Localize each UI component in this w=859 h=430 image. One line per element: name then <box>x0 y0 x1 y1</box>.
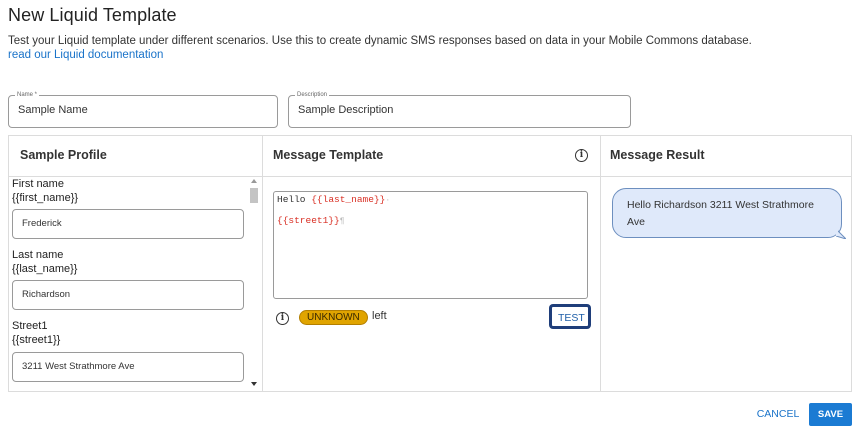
profile-field-list: First name {{first_name}} Frederick Last… <box>9 177 248 391</box>
name-input[interactable] <box>18 104 248 116</box>
arrow-up-icon[interactable] <box>251 179 257 183</box>
message-template-column: Message Template i Hello {{last_name}}· … <box>262 136 601 391</box>
bubble-tail <box>836 229 846 239</box>
field-name: Last name <box>12 249 64 261</box>
character-count-badge: UNKNOWN <box>299 310 368 325</box>
profile-field-label-street1: Street1 {{street1}} <box>12 319 60 347</box>
field-tag: {{street1}} <box>12 334 61 346</box>
editor-line-2: {{street1}}¶ <box>277 215 345 226</box>
description-input[interactable] <box>298 104 528 116</box>
sample-profile-header: Sample Profile <box>9 136 262 177</box>
whitespace-mark: · <box>385 196 391 205</box>
scrollbar-thumb[interactable] <box>250 188 258 203</box>
liquid-variable: {{last_name}} <box>311 194 386 205</box>
field-tag: {{first_name}} <box>12 192 79 204</box>
message-result-title: Message Result <box>610 148 705 162</box>
info-icon[interactable]: i <box>575 149 588 162</box>
template-panel: Sample Profile First name {{first_name}}… <box>8 135 852 392</box>
editor-text: Hello <box>277 194 312 205</box>
street1-input[interactable]: 3211 West Strathmore Ave <box>12 352 244 382</box>
name-field[interactable]: Name * <box>8 91 278 128</box>
page-title: New Liquid Template <box>8 5 177 25</box>
character-count-suffix: left <box>372 310 387 322</box>
profile-scrollbar[interactable] <box>248 177 260 391</box>
sample-profile-column: Sample Profile First name {{first_name}}… <box>9 136 263 391</box>
message-template-title: Message Template <box>273 148 384 162</box>
last-name-input[interactable]: Richardson <box>12 280 244 310</box>
save-button[interactable]: SAVE <box>809 403 852 426</box>
field-tag: {{last_name}} <box>12 263 78 275</box>
message-result-bubble: Hello Richardson 3211 West Strathmore Av… <box>612 188 842 238</box>
cancel-button[interactable]: CANCEL <box>752 403 804 425</box>
pilcrow-mark: ¶ <box>339 217 345 226</box>
template-status-row: i UNKNOWN left TEST <box>262 306 600 330</box>
message-result-column: Message Result Hello Richardson 3211 Wes… <box>600 136 851 391</box>
field-name: Street1 <box>12 320 48 332</box>
page-description: Test your Liquid template under differen… <box>8 35 752 47</box>
liquid-variable: {{street1}} <box>277 215 340 226</box>
message-result-header: Message Result <box>600 136 851 177</box>
description-field[interactable]: Description <box>288 91 631 128</box>
profile-field-label-last-name: Last name {{last_name}} <box>12 248 77 276</box>
profile-field-label-first-name: First name {{first_name}} <box>12 177 78 205</box>
message-template-header: Message Template i <box>262 136 600 177</box>
liquid-documentation-link[interactable]: read our Liquid documentation <box>8 49 164 61</box>
name-field-legend: Name * <box>15 91 40 99</box>
test-button[interactable]: TEST <box>551 306 589 327</box>
sample-profile-title: Sample Profile <box>20 148 107 162</box>
template-editor[interactable]: Hello {{last_name}}· {{street1}}¶ <box>273 191 588 299</box>
info-icon[interactable]: i <box>276 312 289 325</box>
first-name-input[interactable]: Frederick <box>12 209 244 239</box>
description-field-legend: Description <box>295 91 330 99</box>
field-name: First name <box>12 178 64 190</box>
editor-line-1: Hello {{last_name}}· <box>277 194 390 205</box>
arrow-down-icon[interactable] <box>251 382 257 386</box>
